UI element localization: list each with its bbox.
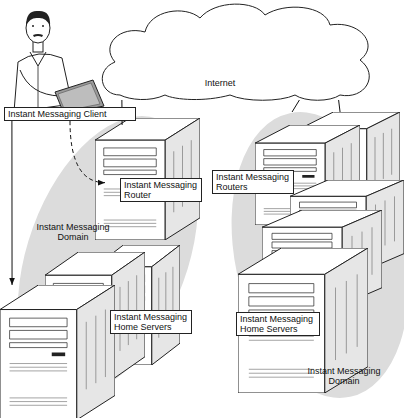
domain-label: Instant Messaging Domain xyxy=(298,366,390,386)
server-label: Instant Messaging Routers xyxy=(212,170,294,194)
server-label: Instant Messaging Router xyxy=(120,178,202,202)
internet-cloud: Internet xyxy=(95,0,375,100)
node-label: Instant Messaging Client xyxy=(8,109,132,119)
arrow-line xyxy=(11,121,12,285)
user-figure xyxy=(14,11,104,114)
server-label: Instant Messaging Home Servers xyxy=(236,312,320,336)
cloud-label: Internet xyxy=(190,78,250,88)
server-label: Instant Messaging Home Servers xyxy=(110,310,192,334)
client-label: Instant Messaging Client xyxy=(4,107,136,121)
home-server xyxy=(0,285,115,418)
network-line xyxy=(339,100,340,112)
network-line xyxy=(292,100,299,112)
domain-label: Instant Messaging Domain xyxy=(30,222,116,242)
